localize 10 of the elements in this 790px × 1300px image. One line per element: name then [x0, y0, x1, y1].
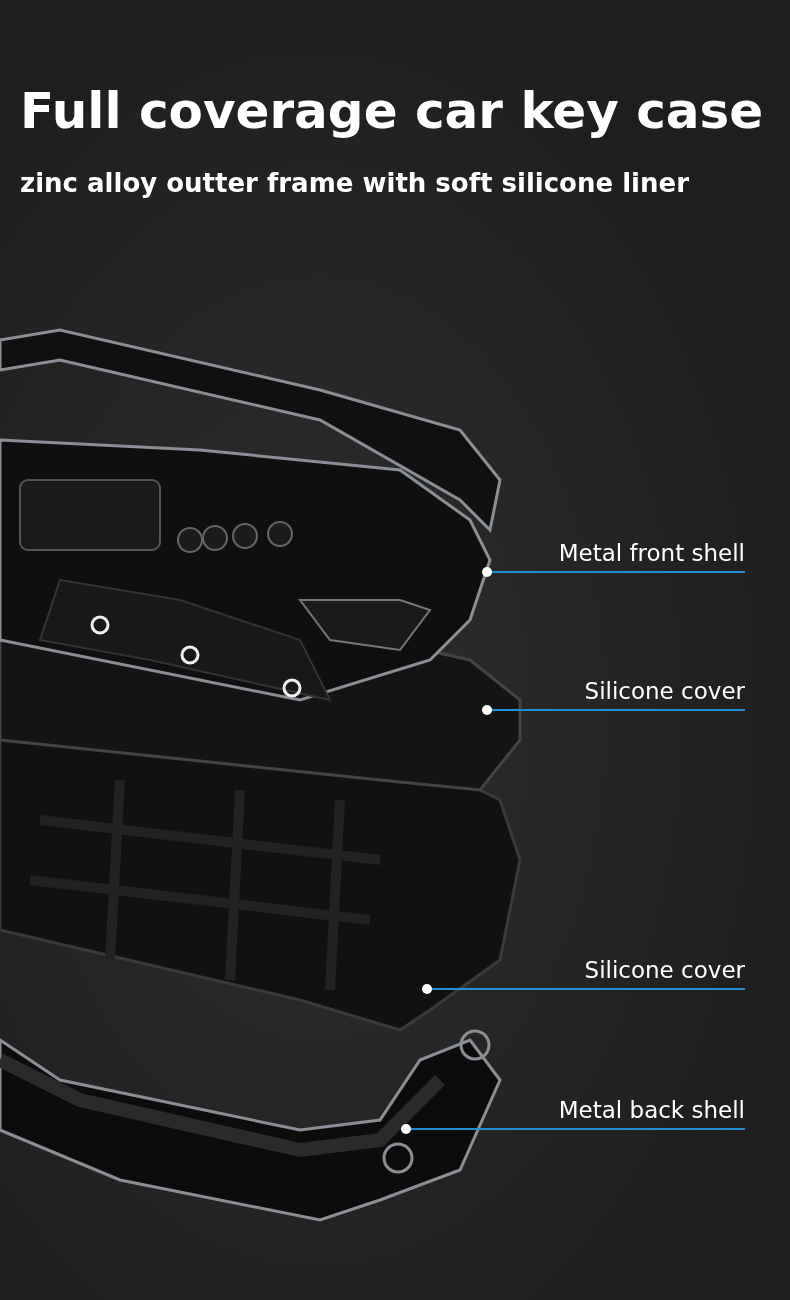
title: Full coverage car key case	[20, 82, 764, 140]
callout-label: Metal front shell	[558, 536, 745, 570]
leader-line	[482, 567, 746, 577]
callout-label: Silicone cover	[584, 953, 745, 987]
leader-line	[422, 984, 746, 994]
callout-label: Silicone cover	[584, 674, 745, 708]
subtitle: zinc alloy outter frame with soft silicone liner	[20, 168, 689, 198]
leader-line	[482, 705, 746, 715]
callout-label: Metal back shell	[558, 1093, 745, 1127]
leader-line	[401, 1124, 746, 1134]
